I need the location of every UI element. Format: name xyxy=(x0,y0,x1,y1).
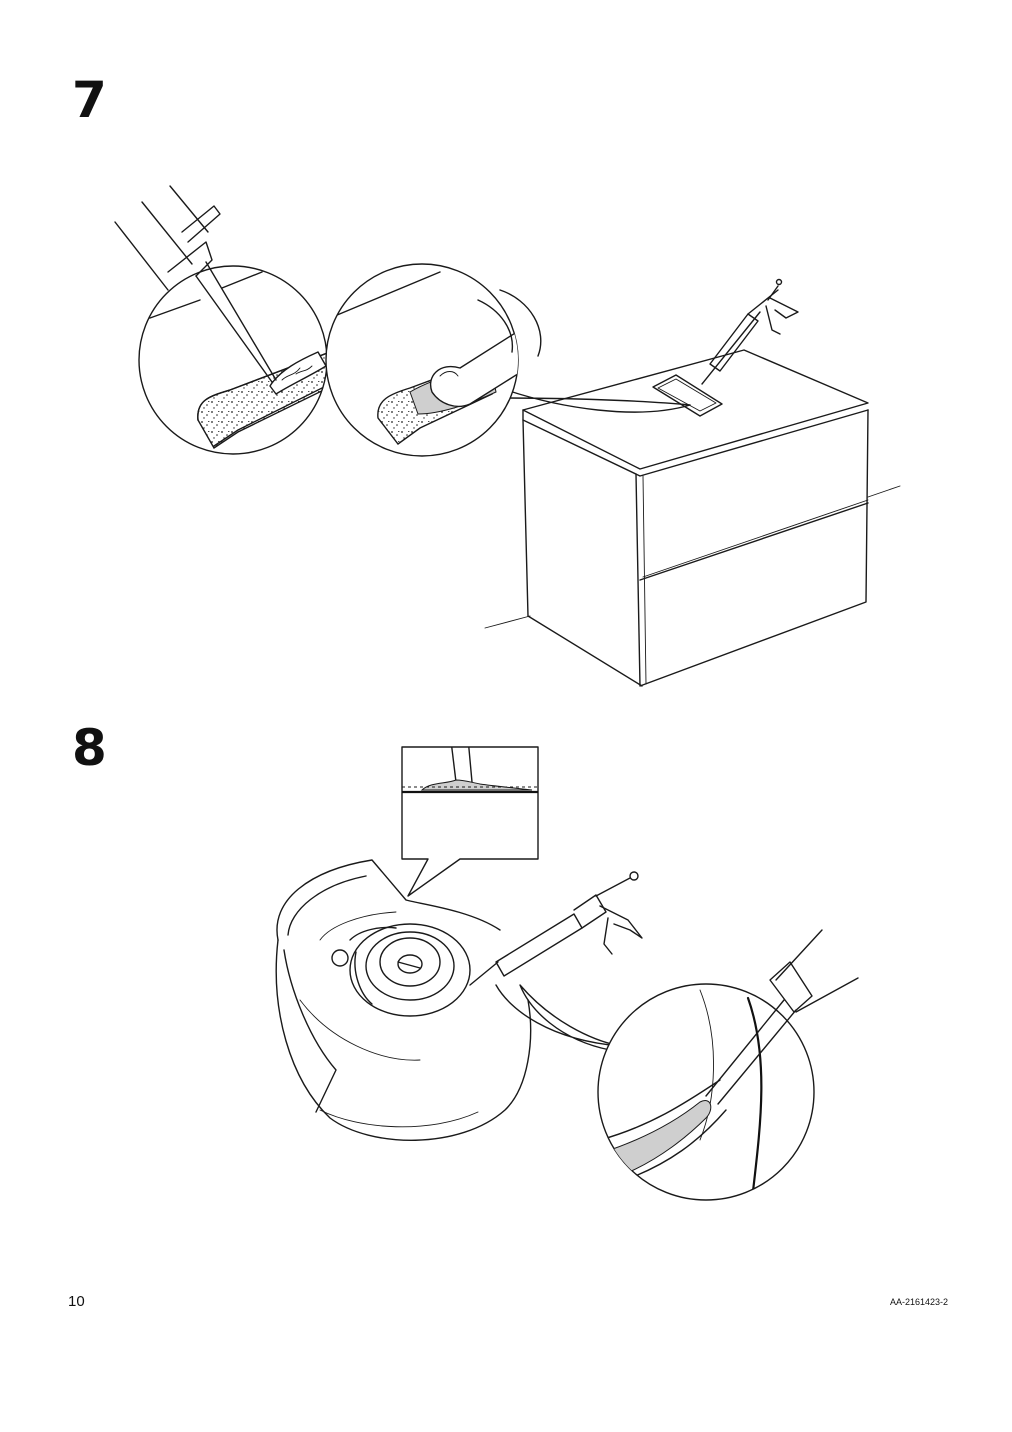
page-number: 10 xyxy=(68,1293,85,1310)
caulk-tube-icon xyxy=(114,185,277,383)
basin-drawing xyxy=(275,859,643,1141)
step-8-illustration xyxy=(275,746,859,1201)
callout-swoosh xyxy=(491,384,691,413)
detail-circle-sealant xyxy=(597,983,815,1201)
step-8-number: 8 xyxy=(72,719,107,777)
step-7-number: 7 xyxy=(72,71,107,129)
detail-circle-caulking xyxy=(138,265,328,455)
detail-circle-smoothing xyxy=(325,263,542,457)
step-7-illustration xyxy=(114,185,901,687)
document-code: AA-2161423-2 xyxy=(889,1297,948,1307)
cabinet-drawing xyxy=(484,278,901,687)
callout-swoosh xyxy=(495,984,621,1051)
caulk-tube-icon xyxy=(705,929,859,1105)
detail-box-cross-section xyxy=(401,746,539,897)
